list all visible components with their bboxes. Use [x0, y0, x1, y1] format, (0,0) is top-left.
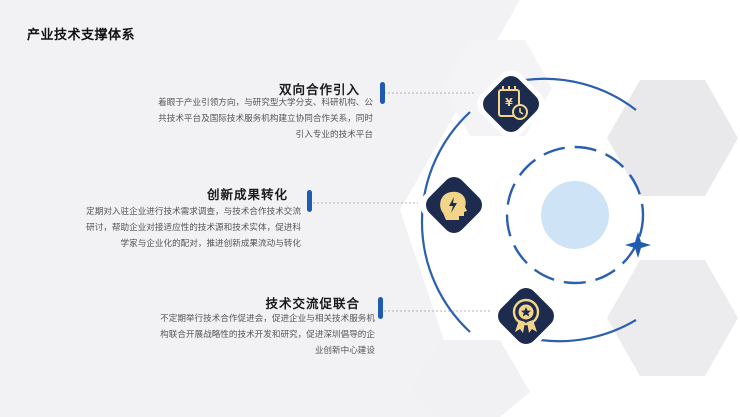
item-desc-line: 引入专业的技术平台	[295, 130, 373, 140]
page-title: 产业技术支撑体系	[27, 28, 136, 43]
item-desc-line: 业创新中心建设	[314, 346, 375, 356]
grey-hexagon	[607, 260, 738, 376]
center-circle	[541, 181, 609, 249]
item-desc-line: 学家与企业化的配对，推进创新成果流动与转化	[120, 239, 301, 249]
outer-arc	[420, 111, 471, 333]
outer-arc-top	[524, 77, 637, 111]
item-desc: 着眼于产业引领方向，与研究型大学分支、科研机构、公 共技术平台及国际技术服务机构…	[103, 95, 373, 143]
accent-bar	[378, 297, 383, 319]
item-desc-line: 研讨，帮助企业对接适应性的技术源和技术实体，促进科	[86, 223, 301, 233]
outer-arc-bottom	[539, 319, 637, 343]
item-desc: 不定期举行技术合作促进会，促进企业与相关技术服务机 构联合开展战略性的技术开发和…	[105, 311, 375, 359]
item-desc-line: 构联合开展战略性的技术开发和研究，促进深圳倡导的企	[160, 330, 375, 340]
svg-text:¥: ¥	[505, 96, 513, 109]
award-badge-icon	[490, 280, 562, 356]
grey-hexagon	[607, 80, 738, 196]
item-title: 技术交流促联合	[265, 296, 360, 311]
accent-bar	[307, 190, 312, 212]
grey-hexagon	[410, 340, 530, 417]
item-title: 双向合作引入	[278, 82, 360, 97]
dashed-ring	[505, 145, 645, 285]
item-desc-line: 共技术平台及国际技术服务机构建立协同合作关系，同时	[158, 114, 373, 124]
accent-bar	[380, 82, 385, 104]
finance-clock-icon: ¥	[475, 68, 547, 144]
item-title: 创新成果转化	[206, 187, 288, 202]
item-desc-line: 定期对入驻企业进行技术需求调查，与技术合作技术交流	[86, 207, 301, 217]
item-desc-line: 着眼于产业引领方向，与研究型大学分支、科研机构、公	[158, 98, 373, 108]
item-desc: 定期对入驻企业进行技术需求调查，与技术合作技术交流 研讨，帮助企业对接适应性的技…	[31, 204, 301, 252]
item-desc-line: 不定期举行技术合作促进会，促进企业与相关技术服务机	[160, 314, 375, 324]
star-sparkle-icon	[625, 232, 651, 258]
brain-bolt-icon	[418, 169, 490, 245]
